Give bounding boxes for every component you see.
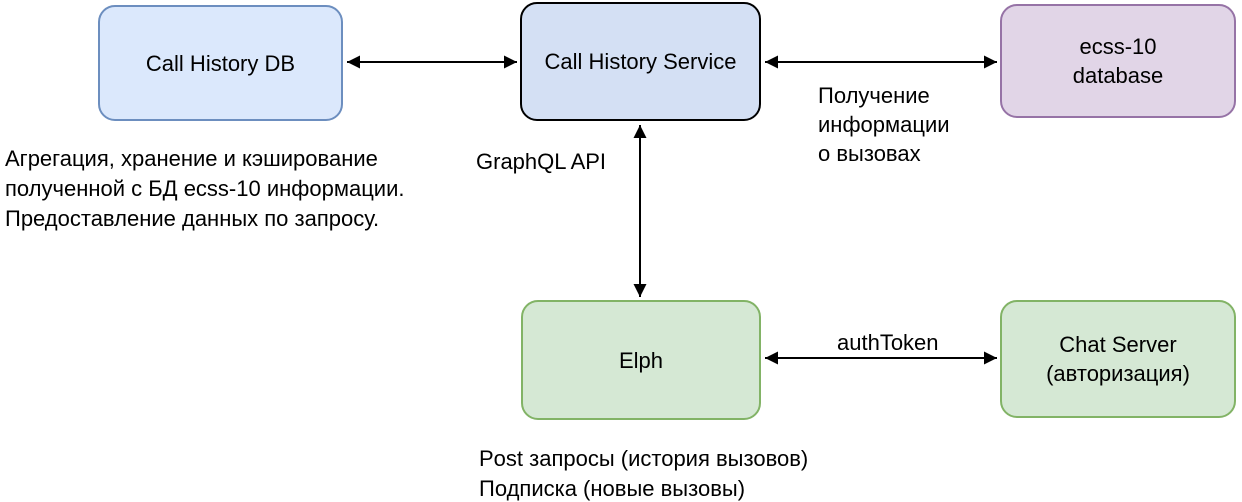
node-ecss10-database-label-line2: database xyxy=(1072,63,1164,88)
edge-label-call-info-line3: о вызовах xyxy=(818,141,921,166)
db-annotation-line2: полученной с БД ecss-10 информации. xyxy=(5,176,405,201)
edge-label-call-info: Получение информации о вызовах xyxy=(818,81,950,168)
node-chat-server-label-line1: Chat Server xyxy=(1059,332,1177,357)
node-ecss10-database: ecss-10 database xyxy=(1000,4,1236,118)
node-call-history-db: Call History DB xyxy=(98,5,343,121)
node-chat-server-label-line2: (авторизация) xyxy=(1046,361,1190,386)
elph-annotation: Post запросы (история вызовов) Подписка … xyxy=(479,444,808,502)
node-call-history-service-label: Call History Service xyxy=(544,49,737,74)
node-elph: Elph xyxy=(521,300,761,420)
node-ecss10-database-label-line1: ecss-10 xyxy=(1079,34,1157,59)
db-annotation-line1: Агрегация, хранение и кэширование xyxy=(5,146,378,171)
edge-label-authtoken: authToken xyxy=(837,330,939,355)
edge-label-call-info-line2: информации xyxy=(818,112,950,137)
node-call-history-db-label: Call History DB xyxy=(145,50,296,76)
node-chat-server: Chat Server (авторизация) xyxy=(1000,300,1236,418)
edge-label-call-info-line1: Получение xyxy=(818,83,930,108)
db-annotation: Агрегация, хранение и кэширование получе… xyxy=(5,144,405,234)
node-elph-label: Elph xyxy=(618,347,664,373)
db-annotation-line3: Предоставление данных по запросу. xyxy=(5,206,380,231)
edge-label-graphql-api: GraphQL API xyxy=(476,149,607,174)
node-call-history-service: Call History Service xyxy=(520,2,761,121)
elph-annotation-line2: Подписка (новые вызовы) xyxy=(479,476,746,501)
elph-annotation-line1: Post запросы (история вызовов) xyxy=(479,446,809,471)
